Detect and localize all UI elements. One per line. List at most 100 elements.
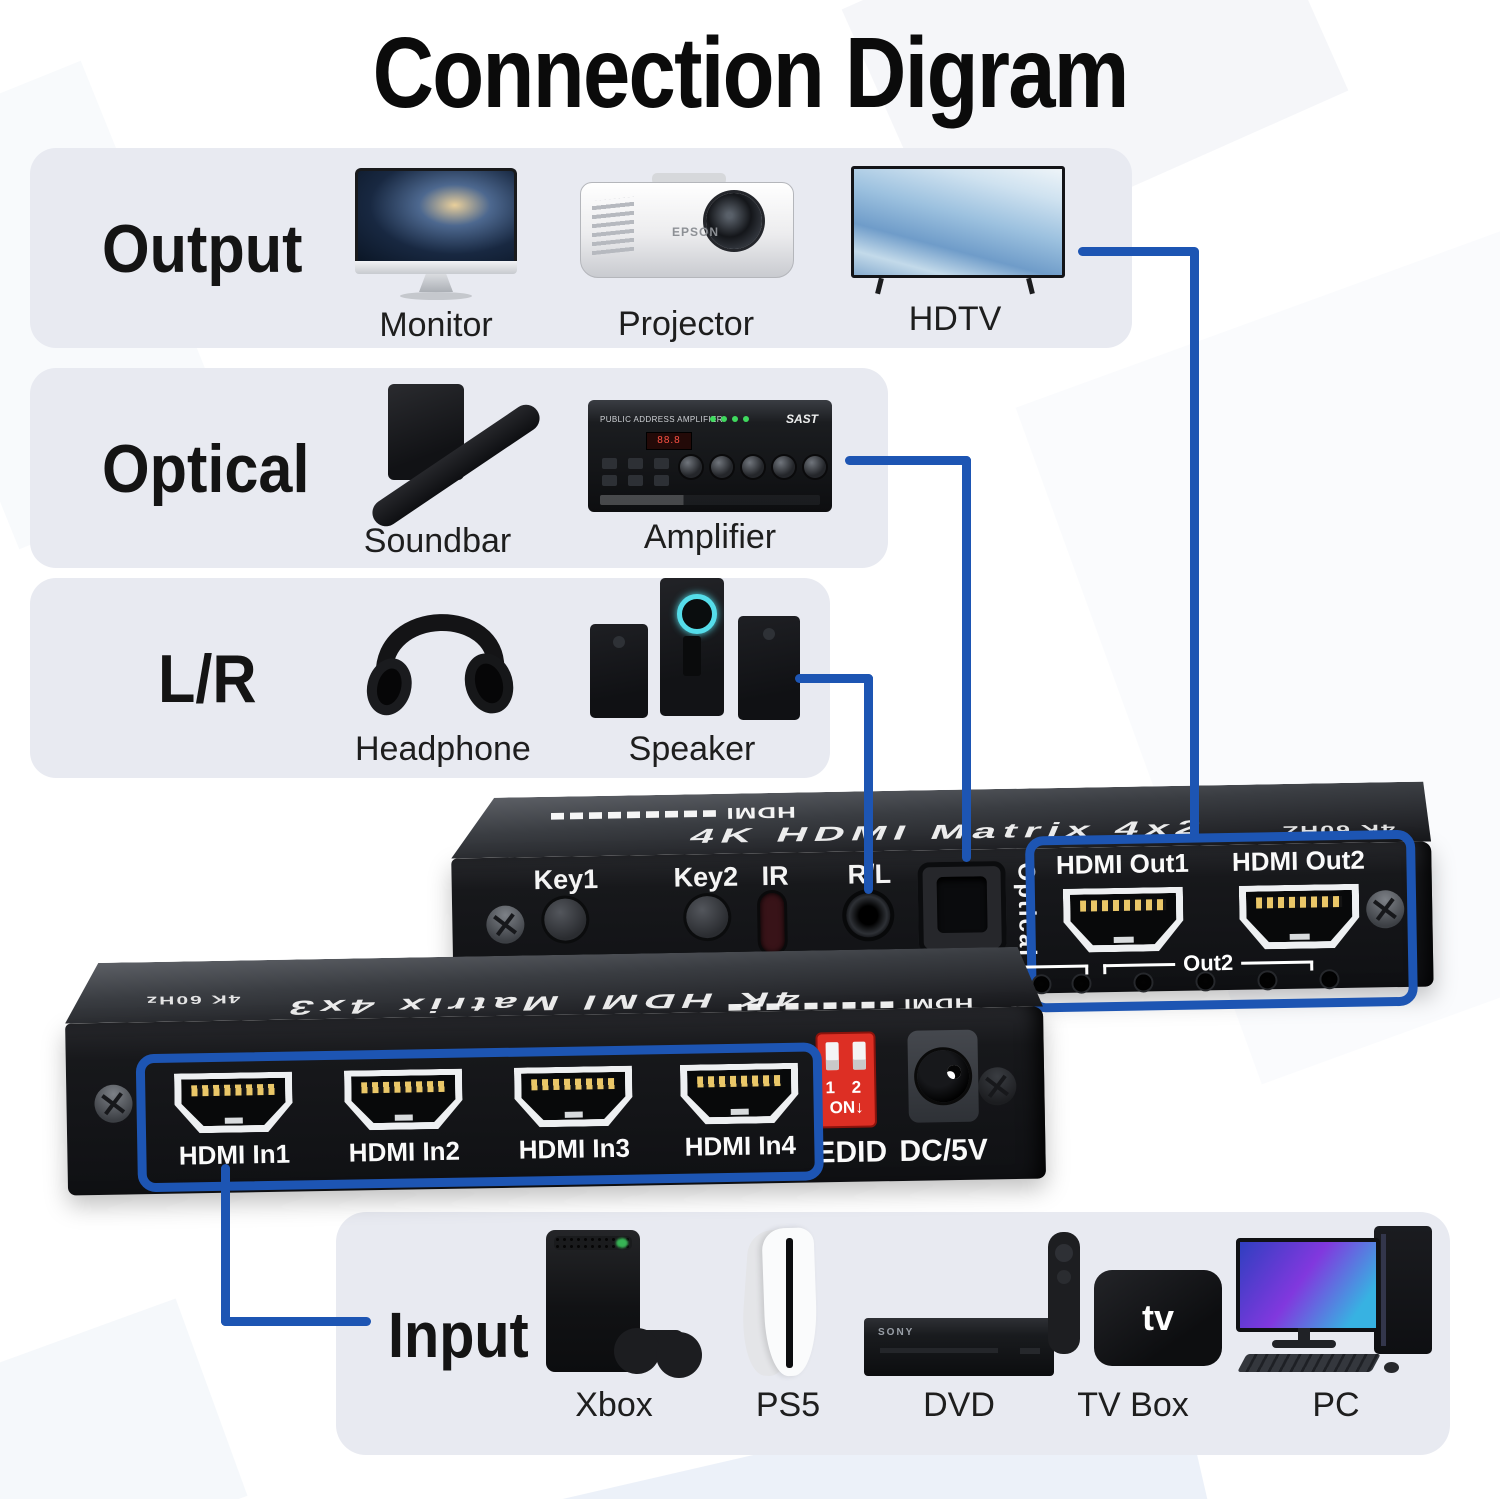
projector-vent [592,196,634,256]
monitor-base [400,292,472,300]
amplifier-knobs [680,456,826,478]
optical-port [917,860,1007,955]
ir-label: IR [761,860,789,892]
xbox-caption: Xbox [575,1386,653,1424]
dip-toggle-2 [852,1041,867,1070]
pc-monitor-stand [1298,1328,1310,1341]
hdmi-logo: HDMI [545,803,796,826]
edid-dip-switch: 1 2 ON↓ [817,1033,875,1127]
figure-amplifier: PUBLIC ADDRESS AMPLIFIER SAST 88.8 Ampli… [588,400,832,557]
figure-soundbar: Soundbar [330,380,545,561]
matrix2-badge: 4K 60Hz [144,992,241,1007]
hdtv-image [851,166,1065,295]
hdmi-inputs-highlight [135,1042,824,1193]
pc-mouse [1384,1362,1399,1373]
amplifier-caption: Amplifier [643,518,777,556]
ir-window [759,892,785,954]
speaker-slot [683,636,701,676]
hdtv-screen [851,166,1065,278]
monitor-screen [355,168,517,261]
dvd-player-body [864,1318,1054,1376]
optical-label: Optical [102,431,310,507]
amplifier-connection-line-vertical [962,456,971,862]
screw-icon [86,1077,141,1131]
figure-hdtv: HDTV [851,166,1065,339]
input-label: Input [388,1299,529,1371]
speaker-connection-line-horizontal [795,674,873,683]
hdtv-connection-line-horizontal [1078,247,1198,256]
monitor-chin [355,261,517,274]
speaker-connection-line-vertical [864,674,873,894]
speaker-left-satellite [590,624,648,718]
hdmi-outputs-highlight [1024,829,1418,1013]
optical-panel: Optical Soundbar PUBLIC ADDRESS AMPLIFIE… [30,368,888,568]
ps5-stripe [786,1238,793,1368]
speaker-right-satellite [738,616,800,720]
pc-caption: PC [1312,1386,1360,1424]
dip-toggle-1 [825,1042,840,1071]
monitor-image [355,168,517,300]
edid-label: EDID [815,1135,888,1170]
dvd-caption: DVD [923,1386,995,1424]
dc5v-label: DC/5V [899,1133,989,1168]
pc-keyboard [1237,1354,1381,1372]
projector-brand: EPSON [672,225,720,239]
figure-ps5: PS5 [728,1227,848,1425]
xbox-controller [614,1322,702,1378]
amplifier-buttons [602,458,674,486]
ps5-image [728,1227,848,1380]
pc-monitor [1236,1238,1380,1332]
projector-caption: Projector [617,305,755,343]
tvbox-remote [1048,1232,1080,1354]
hdmi-logo-text: HDMI [725,803,797,823]
ps5-caption: PS5 [755,1386,821,1424]
pc-monitor-base [1272,1340,1336,1348]
figure-dvd: SONY DVD [864,1282,1054,1425]
figure-pc: PC [1236,1226,1436,1425]
headphone-caption: Headphone [355,730,531,768]
tvbox-caption: TV Box [1077,1386,1189,1424]
dvd-tray [880,1348,998,1353]
figure-projector: EPSON Projector [580,173,794,344]
output-panel: Output Monitor EPSON Projector [30,148,1132,348]
projector-lens [706,193,762,249]
matrix-device-inputs: 4K 60Hz 4K HDMI Matrix 4x3 HDMI HDMI In1… [64,946,1046,1196]
figure-speaker: Speaker [568,578,816,769]
headphone-image [355,582,525,724]
input-panel: Input Xbox PS5 SONY DVD [336,1212,1450,1455]
output-label: Output [102,211,303,287]
hdtv-legs [851,277,1059,295]
pc-tower [1374,1226,1432,1354]
deco-band-bottom-left [0,1298,248,1499]
key2-label: Key2 [673,861,739,893]
input-connection-line-horizontal [221,1317,371,1326]
amplifier-image: PUBLIC ADDRESS AMPLIFIER SAST 88.8 [588,400,832,512]
dc-pin-highlight [946,1064,961,1080]
speaker-image [568,578,816,724]
soundbar-image [330,380,545,532]
figure-xbox: Xbox [524,1230,704,1425]
amplifier-brand: SAST [785,412,818,426]
amplifier-strip [600,495,820,505]
tvbox-screen-text: tv [1141,1297,1174,1338]
speaker-caption: Speaker [628,730,756,768]
screw-icon [478,898,532,952]
dc-power-jack [907,1029,979,1123]
dip-numbers: 1 2 [825,1077,868,1098]
amplifier-panel-text: PUBLIC ADDRESS AMPLIFIER [600,415,723,424]
xbox-image [524,1230,704,1380]
speaker-ring [677,594,717,634]
dvd-image: SONY [864,1282,1054,1380]
monitor-caption: Monitor [379,306,493,344]
tvbox-box: tv [1094,1270,1222,1366]
amplifier-leds [710,416,749,422]
dip-on-label: ON↓ [829,1097,864,1118]
screw-icon [970,1059,1024,1113]
dvd-brand: SONY [878,1327,915,1338]
headphone-svg [366,614,514,716]
input-connection-line-vertical [221,1164,230,1326]
amplifier-display: 88.8 [646,432,692,450]
projector-image: EPSON [580,173,794,299]
hdtv-connection-line-vertical [1190,247,1199,841]
